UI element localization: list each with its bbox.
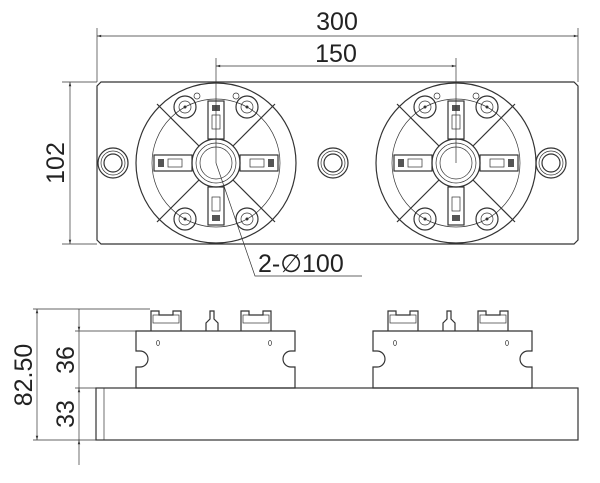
mounting-hole: [97, 147, 129, 179]
dimension-300: 300: [96, 8, 579, 82]
mounting-hole: [317, 147, 349, 179]
dimension-label: 150: [315, 40, 357, 68]
dimension-label: 102: [42, 142, 70, 184]
base-plate-outline: [96, 81, 579, 245]
dimension-label: 36: [52, 346, 80, 374]
base-block: [95, 387, 579, 441]
dimension-diameter: 2-∅100: [215, 162, 362, 278]
dimension-label: 33: [52, 400, 80, 428]
top-view: [96, 81, 579, 245]
side-chuck-left: [135, 310, 296, 389]
side-dimensions: 82.50 36 33: [10, 308, 150, 465]
dimension-label: 82.50: [10, 344, 38, 407]
side-chuck-right: [372, 310, 533, 389]
dimension-label: 300: [316, 8, 358, 36]
dimension-150: 150: [215, 40, 457, 163]
side-view: [95, 310, 579, 441]
dimension-102: 102: [42, 81, 97, 245]
mounting-hole: [535, 147, 567, 179]
dimension-label: 2-∅100: [258, 250, 344, 278]
